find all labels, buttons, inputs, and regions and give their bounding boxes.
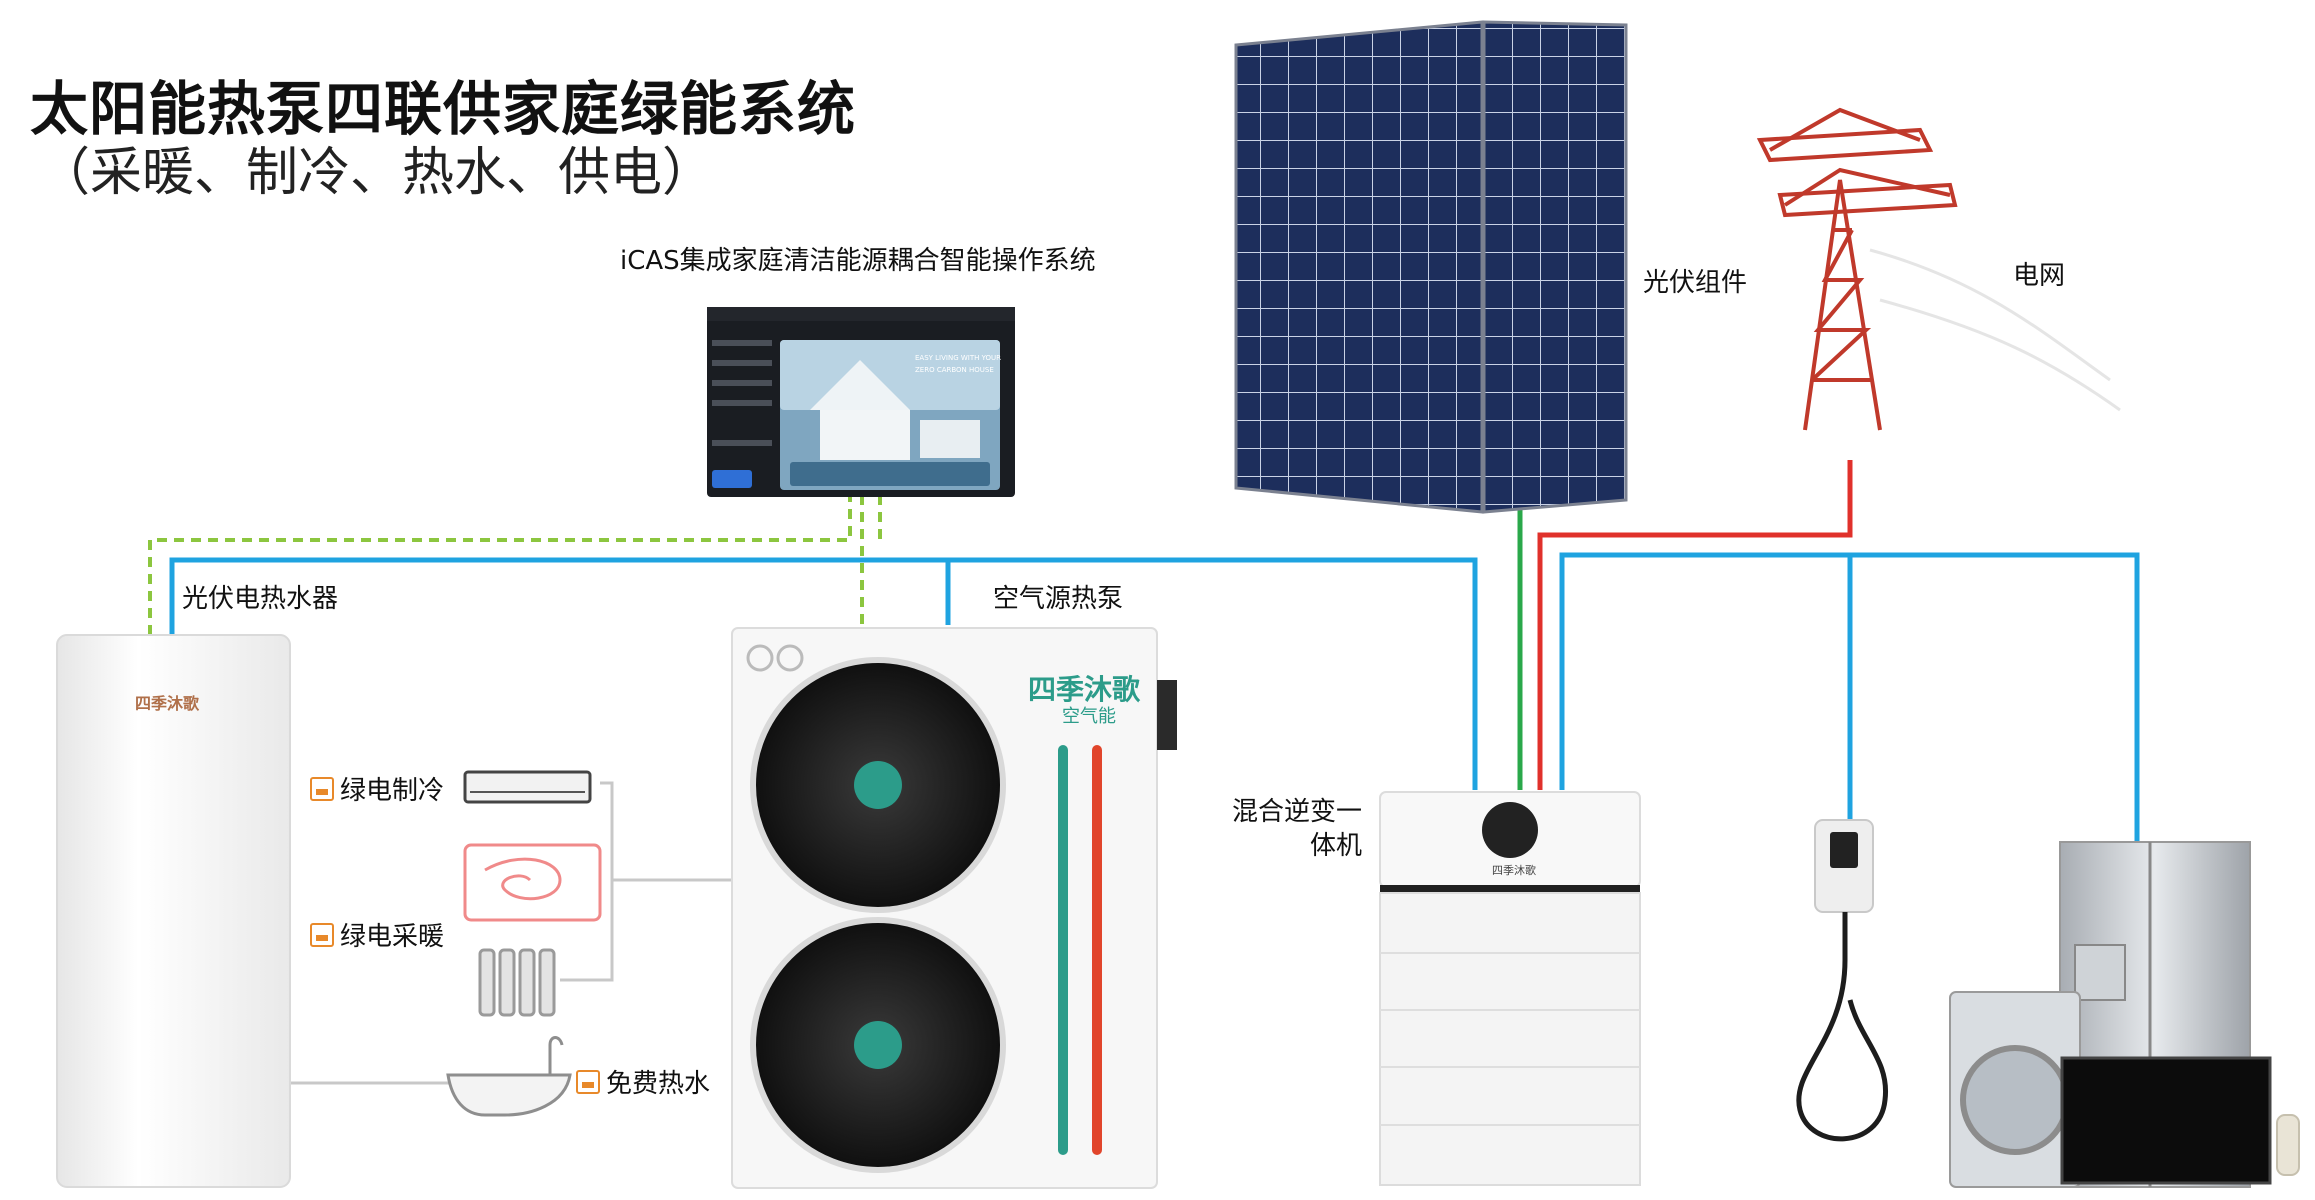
appliances	[1950, 842, 2299, 1187]
green-heating-label: 绿电采暖	[340, 916, 444, 953]
hot-water-icon	[576, 1070, 600, 1094]
icas-system-label: iCAS集成家庭清洁能源耦合智能操作系统	[620, 240, 1096, 277]
screen-tagline-1: EASY LIVING WITH YOUR	[915, 354, 1001, 362]
pv-module-label: 光伏组件	[1643, 262, 1747, 299]
free-hot-water-tag: 免费热水	[576, 1063, 710, 1100]
free-hot-water-label: 免费热水	[606, 1063, 710, 1100]
screen-tagline-2: ZERO CARBON HOUSE	[915, 366, 994, 374]
heat-pump-brand-sub: 空气能	[1062, 702, 1116, 728]
heating-icon	[310, 923, 334, 947]
green-cooling-tag: 绿电制冷	[310, 770, 444, 807]
cooling-icon	[310, 777, 334, 801]
icas-screen	[707, 307, 1015, 497]
tank-brand-logo: 四季沐歌	[135, 690, 199, 714]
hybrid-inverter	[1380, 792, 1640, 1185]
pv-module	[1236, 22, 1626, 512]
pv-water-heater	[57, 635, 290, 1187]
ev-charger	[1799, 820, 1886, 1139]
power-tower	[1760, 110, 2120, 430]
green-heating-tag: 绿电采暖	[310, 916, 444, 953]
hybrid-inverter-label: 混合逆变一体机	[1222, 795, 1362, 863]
page-subtitle: （采暖、制冷、热水、供电）	[38, 130, 714, 205]
grid-line	[1540, 460, 1850, 790]
power-grid-label: 电网	[2013, 255, 2065, 292]
inverter-brand-logo: 四季沐歌	[1492, 862, 1536, 878]
pv-water-heater-label: 光伏电热水器	[182, 578, 338, 615]
heat-pump-label: 空气源热泵	[993, 578, 1123, 615]
green-cooling-label: 绿电制冷	[340, 770, 444, 807]
